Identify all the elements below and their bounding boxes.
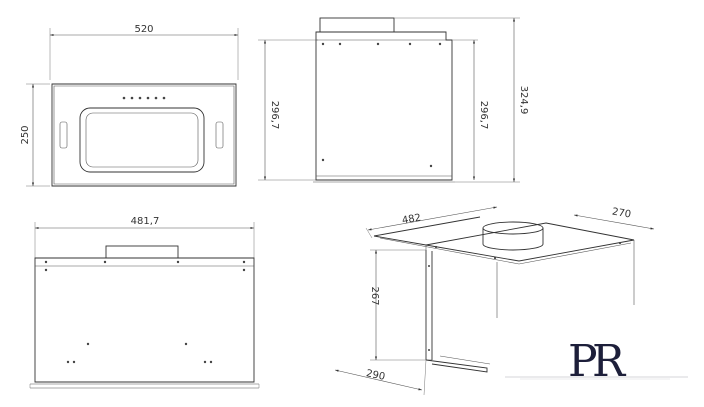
iso-height-label: 267 (369, 286, 380, 305)
front-width-label: 520 (134, 24, 153, 35)
logo-letter-p: P (568, 336, 598, 387)
logo-letter-r: R (592, 336, 627, 387)
side-total-height-label: 324,9 (518, 86, 529, 115)
front-height-label: 250 (20, 125, 31, 144)
bottom-width-label: 481,7 (131, 216, 160, 227)
isometric-view: 482 270 267 (334, 206, 655, 396)
front-view: 520 250 (20, 24, 239, 187)
iso-depth-label: 270 (611, 206, 632, 220)
bottom-view: 481,7 (29, 216, 260, 389)
control-buttons (122, 96, 166, 100)
brand-logo: P R (505, 336, 688, 387)
side-inner-height-label: 296,7 (269, 101, 280, 130)
iso-bottom-depth-label: 290 (365, 368, 386, 383)
iso-width-label: 482 (401, 212, 422, 226)
side-right-height-label: 296,7 (478, 101, 489, 130)
side-view: 296,7 296,7 324,9 (258, 17, 529, 183)
